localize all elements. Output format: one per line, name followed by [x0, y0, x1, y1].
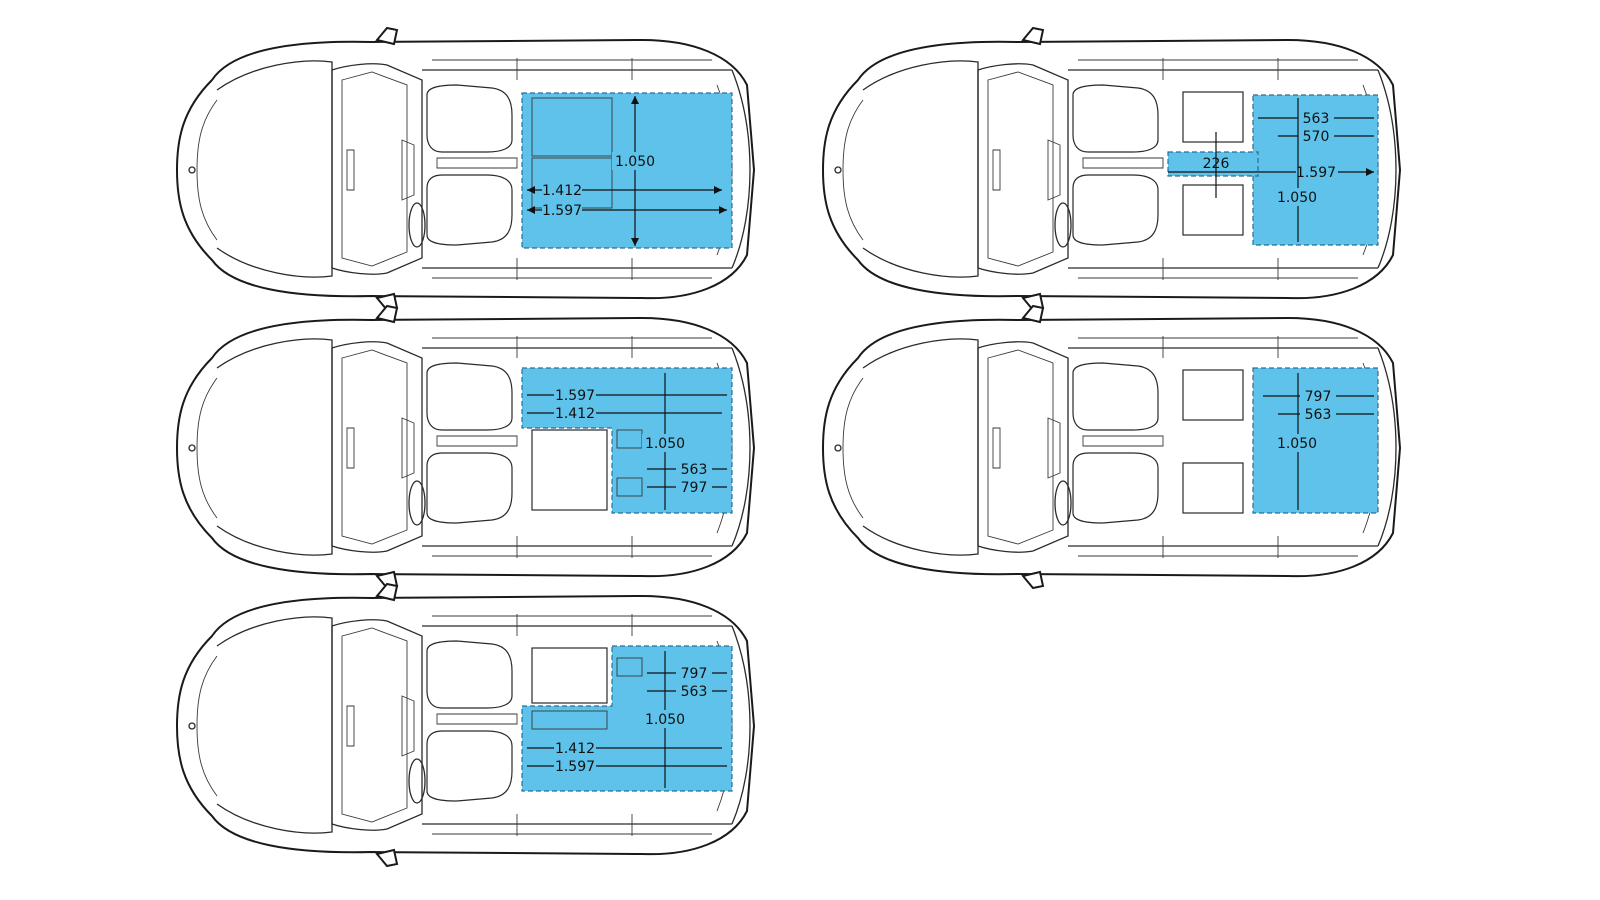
top-width-label: 563: [1303, 111, 1330, 127]
height-label: 1.050: [1277, 436, 1317, 452]
width-inner-label: 563: [1305, 407, 1332, 423]
outer-length-label: 1.597: [542, 203, 582, 219]
height-label: 1.050: [645, 712, 685, 728]
mid-width-label: 570: [1303, 129, 1330, 145]
width-outer-label: 797: [1305, 389, 1332, 405]
inner-length-label: 1.412: [555, 741, 595, 757]
width-outer-label: 797: [681, 480, 708, 496]
diagram-rear-seats-down: 1.050 1.412 1.597: [176, 27, 755, 311]
height-label: 1.050: [615, 154, 655, 170]
cargo-area: [521, 92, 733, 249]
inner-length-label: 1.412: [555, 406, 595, 422]
diagram-split-right-folded: 797 563 1.050 1.412 1.597: [176, 583, 755, 867]
diagram-long-object: 563 570 226 1.597 1.050: [822, 27, 1401, 311]
pass-through-label: 226: [1203, 156, 1230, 172]
diagram-split-left-folded: 1.597 1.412 1.050 563 797: [176, 305, 755, 589]
diagram-all-seats-up: 797 563 1.050: [822, 305, 1401, 589]
length-label: 1.597: [1296, 165, 1336, 181]
outer-length-label: 1.597: [555, 388, 595, 404]
width-outer-label: 797: [681, 666, 708, 682]
height-label: 1.050: [1277, 190, 1317, 206]
inner-length-label: 1.412: [542, 183, 582, 199]
height-label: 1.050: [645, 436, 685, 452]
width-inner-label: 563: [681, 684, 708, 700]
width-inner-label: 563: [681, 462, 708, 478]
outer-length-label: 1.597: [555, 759, 595, 775]
